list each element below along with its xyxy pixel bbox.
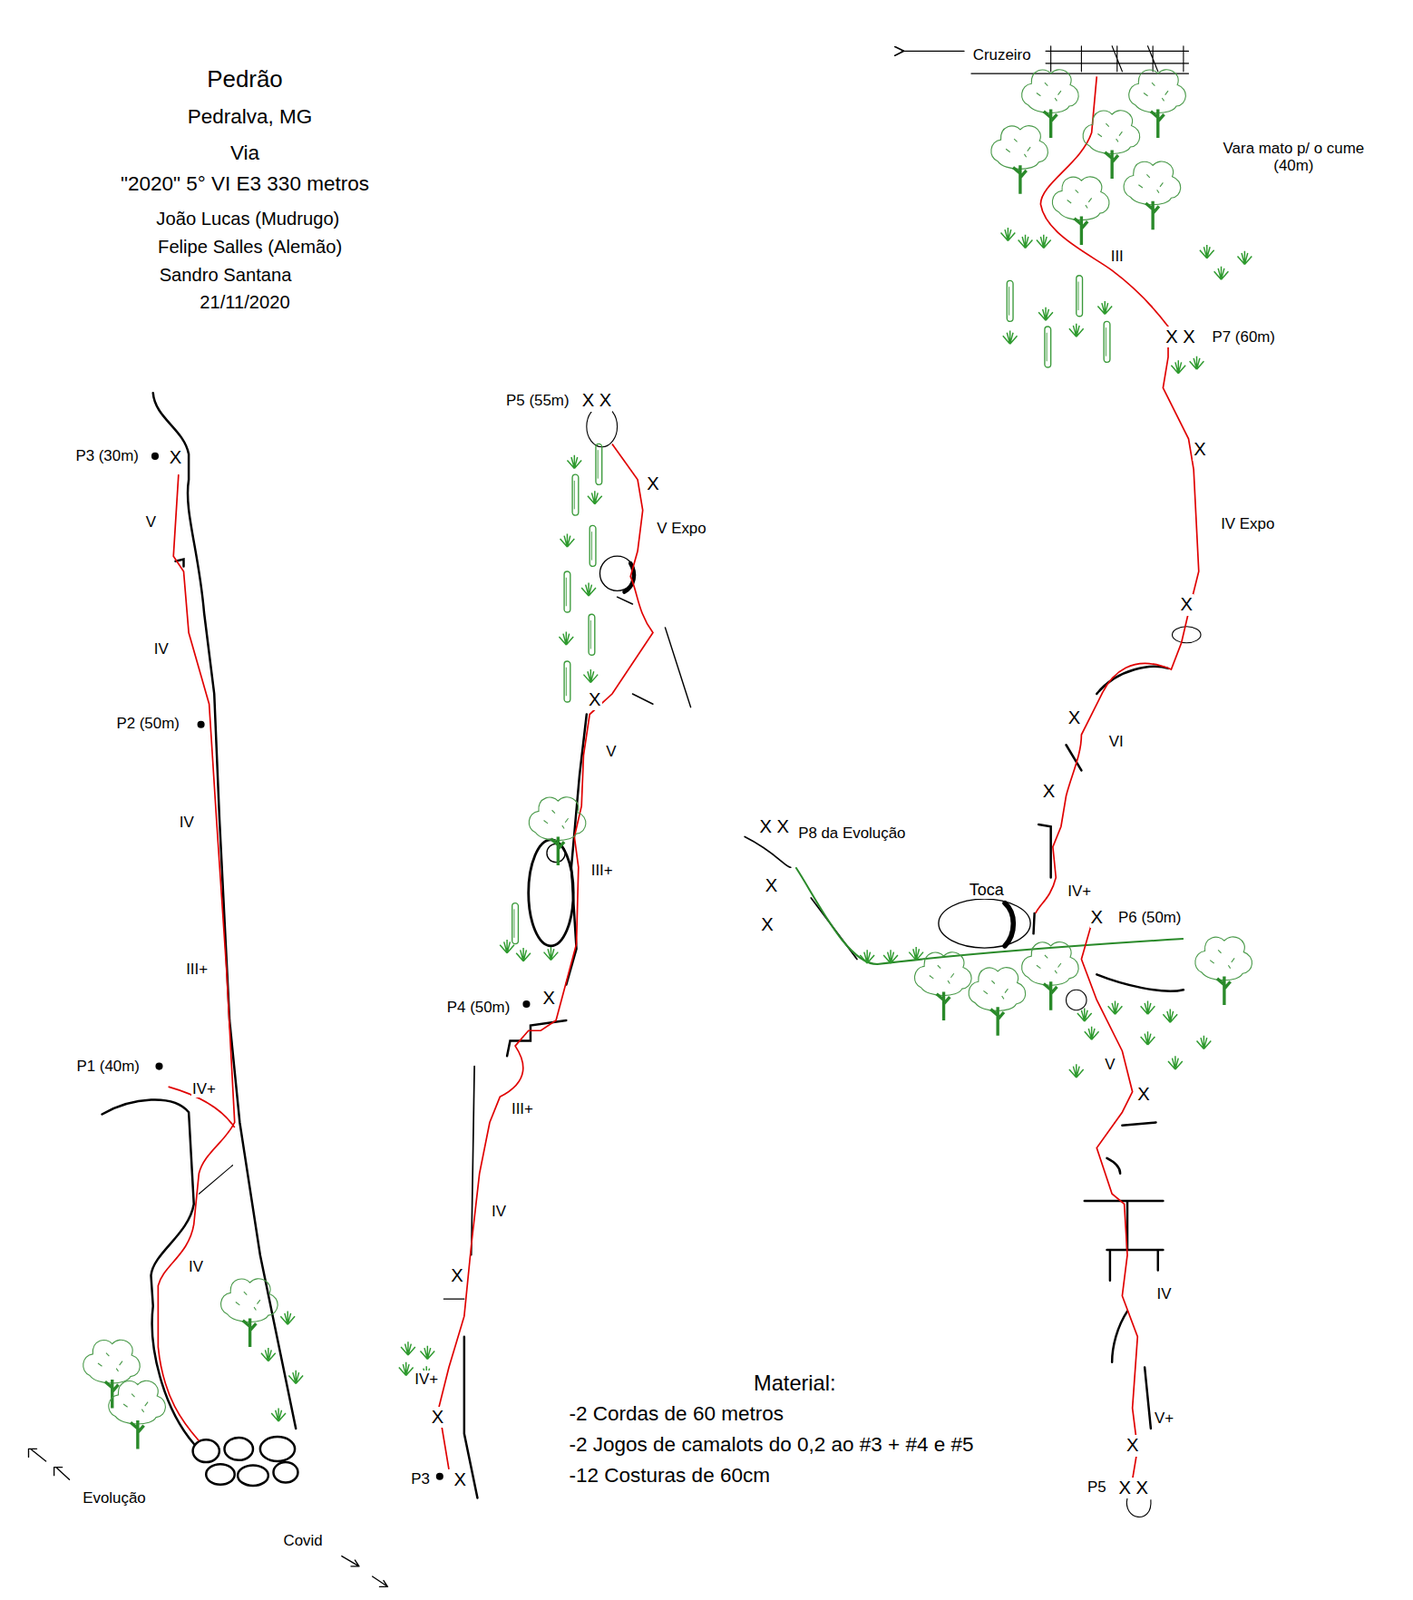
topo-label: X: [1090, 906, 1104, 928]
topo-label: Cruzeiro: [972, 46, 1033, 64]
topo-label: "2020" 5° VI E3 330 metros: [119, 172, 371, 196]
topo-label: Sandro Santana: [158, 264, 293, 286]
topo-label: -2 Cordas de 60 metros: [568, 1402, 785, 1426]
topo-label: Material:: [752, 1371, 837, 1396]
topo-label: P2 (50m): [115, 714, 180, 732]
topo-label: IV: [153, 640, 170, 658]
topo-label: III+: [185, 960, 209, 978]
topo-label: Pedrão: [205, 66, 284, 94]
topo-label: X X: [1118, 1477, 1150, 1499]
topo-label: X: [1192, 438, 1207, 460]
topo-label: P1 (40m): [76, 1057, 141, 1075]
topo-label: V: [1103, 1055, 1116, 1073]
topo-label: P8 da Evolução: [797, 824, 907, 842]
topo-label: X: [430, 1406, 445, 1428]
topo-label: X X: [581, 389, 614, 411]
topo-label: V Expo: [655, 519, 707, 537]
topo-label: X: [645, 473, 660, 495]
topo-label: X X: [1164, 326, 1197, 348]
topo-label: X: [1125, 1434, 1140, 1456]
topo-label: VI: [1108, 732, 1125, 751]
topo-label: P5 (55m): [505, 391, 570, 410]
topo-label: X: [760, 914, 774, 936]
topo-label: -2 Jogos de camalots do 0,2 ao #3 + #4 e…: [568, 1432, 975, 1457]
topo-label: P3: [409, 1470, 431, 1488]
topo-label: P6 (50m): [1117, 908, 1182, 926]
topo-label: X: [1042, 780, 1056, 802]
topo-label: IV Expo: [1219, 515, 1276, 533]
topo-label: X: [453, 1469, 468, 1491]
topo-label: X: [541, 987, 556, 1009]
topo-label: IV: [1156, 1285, 1173, 1303]
topo-label: V+: [1153, 1409, 1175, 1427]
topo-label: Vara mato p/ o cume (40m): [1206, 139, 1382, 176]
topo-label: III+: [510, 1100, 535, 1118]
topo-label: Via: [229, 141, 261, 166]
topo-label: P7 (60m): [1211, 328, 1277, 346]
topo-label: 21/11/2020: [198, 292, 292, 313]
topo-label: X: [764, 875, 779, 897]
topo-label: -12 Costuras de 60cm: [568, 1463, 771, 1488]
topo-label: Evolução: [81, 1489, 147, 1507]
topo-label: V: [145, 513, 157, 531]
topo-label: III: [1110, 247, 1125, 265]
topo-label: Pedralva, MG: [186, 105, 314, 129]
topo-label: P4 (50m): [446, 998, 511, 1016]
topo-label: João Lucas (Mudrugo): [155, 208, 341, 230]
topo-label: X X: [759, 816, 791, 838]
topo-label: X: [449, 1265, 464, 1287]
topo-label: X: [1067, 707, 1082, 729]
topo-label: X: [1179, 594, 1194, 615]
topo-label: IV: [178, 813, 195, 831]
topo-label: P3 (30m): [74, 447, 139, 465]
topo-label: IV: [490, 1202, 507, 1220]
topo-label: P5: [1086, 1478, 1108, 1496]
topo-label: Toca: [968, 880, 1005, 900]
topo-label: IV+: [1066, 882, 1092, 900]
topo-label: Felipe Salles (Alemão): [156, 236, 343, 258]
topo-label: X: [587, 689, 602, 711]
topo-label: IV+: [191, 1080, 217, 1098]
topo-label: X: [168, 447, 183, 468]
topo-label: III+: [590, 861, 614, 879]
topo-label: V: [604, 742, 617, 761]
topo-label: IV+: [413, 1370, 439, 1388]
topo-label: IV: [187, 1257, 205, 1276]
topo-label: Covid: [282, 1531, 324, 1550]
topo-label: X: [1136, 1083, 1150, 1105]
